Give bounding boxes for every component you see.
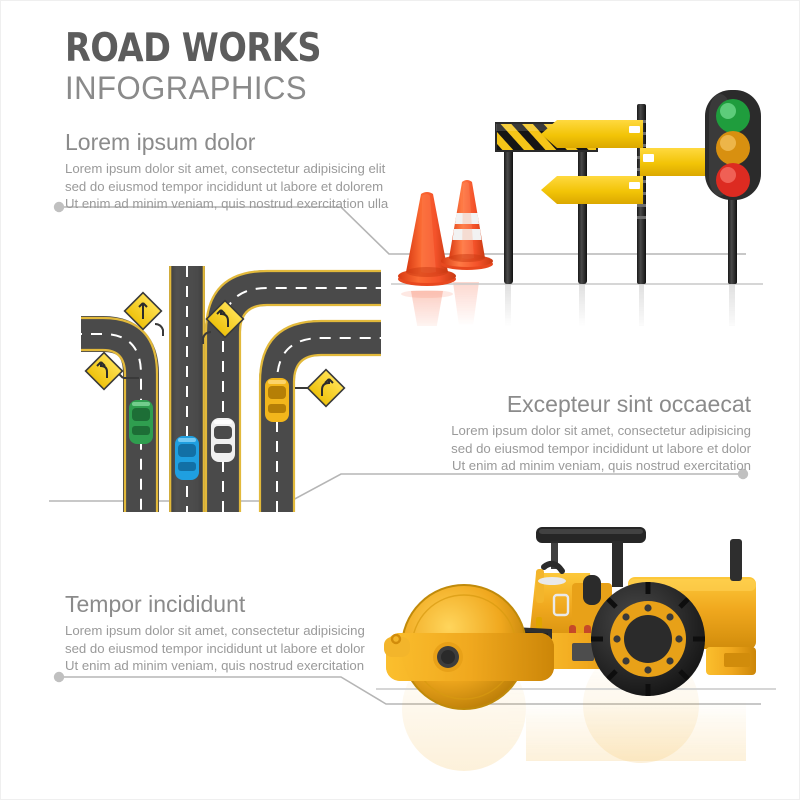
operator-seat	[583, 575, 601, 605]
canopy-post-front	[551, 541, 558, 569]
signpost-arrow-left-top[interactable]	[541, 120, 643, 148]
road-lane-1	[71, 316, 159, 512]
road-roller-scene	[376, 521, 776, 771]
section-2-line-3: Ut enim ad minim veniam, quis nostrud ex…	[451, 458, 751, 474]
car-white	[211, 418, 235, 462]
traffic-light[interactable]	[705, 90, 761, 284]
sign-turn-left[interactable]	[84, 351, 139, 391]
lug-nuts	[613, 604, 683, 674]
section-3-line-1: Lorem ipsum dolor sit amet, consectetur …	[65, 623, 365, 639]
barrier-post-reflection-1	[505, 284, 511, 326]
page-subtitle: INFOGRAPHICS	[65, 70, 308, 106]
cone-reflection-body-1	[411, 291, 443, 336]
barrier-post-reflection-2	[579, 284, 585, 326]
steering-column	[541, 560, 565, 574]
text-block-1: Lorem ipsum dolor Lorem ipsum dolor sit …	[65, 129, 405, 213]
barrier-post-right	[578, 126, 587, 284]
section-2-heading: Excepteur sint occaecat	[506, 391, 751, 417]
barrier-post-left	[504, 126, 513, 284]
roller-exhaust-stack	[730, 539, 742, 581]
text-block-3: Tempor incididunt Lorem ipsum dolor sit …	[65, 591, 395, 675]
steering-wheel	[538, 577, 566, 585]
section-3-heading: Tempor incididunt	[65, 591, 246, 617]
canopy-post-rear	[612, 541, 623, 587]
traffic-cone-plain	[398, 192, 456, 286]
tire-treads	[591, 582, 705, 696]
sign-straight[interactable]	[123, 291, 164, 336]
page-title: ROAD WORKS	[65, 26, 322, 71]
section-3-line-2: sed do eiusmod tempor incididunt ut labo…	[65, 640, 365, 656]
car-green	[129, 400, 153, 444]
roller-canopy	[536, 527, 646, 587]
road-signs-scene	[391, 86, 781, 336]
highway-lanes-scene	[71, 266, 381, 516]
car-blue	[175, 436, 199, 480]
section-1-line-3: Ut enim ad minim veniam, quis nostrud ex…	[65, 196, 389, 212]
car-yellow	[265, 378, 289, 422]
section-3-line-3: Ut enim ad minim veniam, quis nostrud ex…	[65, 658, 365, 674]
page-header: ROAD WORKS INFOGRAPHICS	[65, 29, 363, 104]
section-2-line-2: sed do eiusmod tempor incididunt ut labo…	[451, 440, 751, 456]
section-1-heading: Lorem ipsum dolor	[65, 129, 256, 155]
connector-dot-3	[53, 671, 65, 683]
signpost-reflection	[639, 284, 644, 332]
section-2-line-1: Lorem ipsum dolor sit amet, consectetur …	[451, 423, 751, 439]
traffic-light-pole	[728, 186, 737, 284]
trafficlight-reflection	[729, 284, 735, 332]
roller-drum	[384, 584, 554, 710]
hub-cap	[624, 615, 672, 663]
direction-signpost	[541, 104, 729, 284]
scene-reflections	[401, 282, 735, 336]
roller-rear-tire	[591, 582, 705, 696]
text-block-2: Excepteur sint occaecat Lorem ipsum dolo…	[431, 391, 751, 475]
drum-bracket	[384, 637, 410, 657]
cone-reflection-body-2	[453, 282, 479, 326]
signpost-arrow-left-bottom[interactable]	[541, 176, 643, 204]
sign-turn-right[interactable]	[295, 368, 346, 408]
section-1-line-2: sed do eiusmod tempor incididunt ut labo…	[65, 178, 384, 194]
sign-turn-left-2[interactable]	[202, 299, 245, 344]
section-1-line-1: Lorem ipsum dolor sit amet, consectetur …	[65, 161, 386, 177]
connector-dot-1	[53, 201, 65, 213]
traffic-cone-striped	[441, 180, 493, 270]
